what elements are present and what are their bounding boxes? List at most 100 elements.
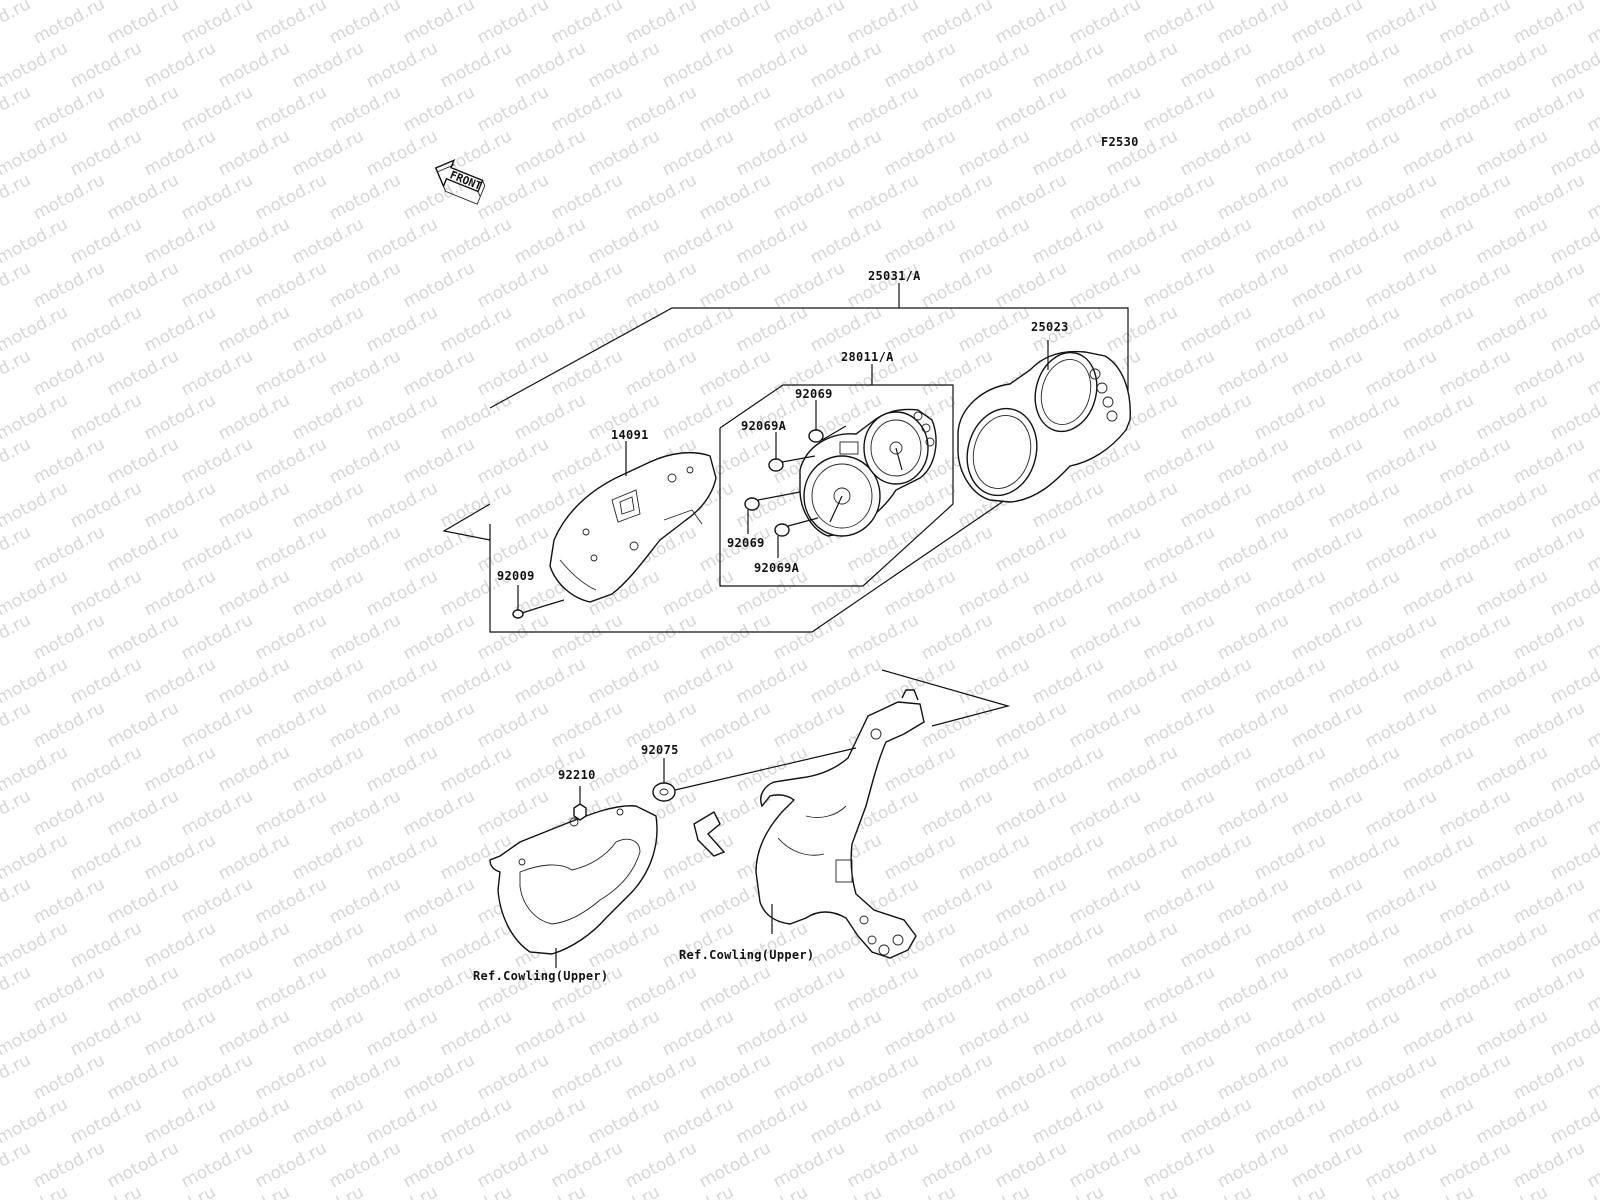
watermark-text: motod.ru <box>1325 214 1403 268</box>
watermark-text: motod.ru <box>1251 830 1329 884</box>
watermark-text: motod.ru <box>363 1182 441 1200</box>
meter-cover-25023 <box>957 340 1131 503</box>
watermark-text: motod.ru <box>1251 478 1329 532</box>
watermark-text: motod.ru <box>141 38 219 92</box>
watermark-text: motod.ru <box>252 0 330 48</box>
watermark-text: motod.ru <box>1473 1182 1551 1200</box>
watermark-text: motod.ru <box>1399 214 1477 268</box>
watermark-text: motod.ru <box>30 1138 108 1192</box>
watermark-text: motod.ru <box>141 918 219 972</box>
watermark-text: motod.ru <box>1325 38 1403 92</box>
watermark-text: motod.ru <box>1436 786 1514 840</box>
watermark-text: motod.ru <box>1029 1094 1107 1148</box>
watermark-text: motod.ru <box>1473 302 1551 356</box>
watermark-text: motod.ru <box>1510 434 1588 488</box>
watermark-text: motod.ru <box>511 1094 589 1148</box>
watermark-text: motod.ru <box>0 0 34 48</box>
watermark-text: motod.ru <box>844 610 922 664</box>
watermark-text: motod.ru <box>67 1006 145 1060</box>
watermark-text: motod.ru <box>67 566 145 620</box>
label-ref-cowling-upper-right: Ref.Cowling(Upper) <box>679 948 814 962</box>
label-14091: 14091 <box>611 428 649 442</box>
label-25031A: 25031/A <box>868 269 921 283</box>
watermark-text: motod.ru <box>67 830 145 884</box>
watermark-text: motod.ru <box>1066 786 1144 840</box>
watermark-text: motod.ru <box>1288 170 1366 224</box>
watermark-text: motod.ru <box>363 478 441 532</box>
watermark-text: motod.ru <box>1473 1006 1551 1060</box>
watermark-text: motod.ru <box>770 962 848 1016</box>
watermark-text: motod.ru <box>1325 918 1403 972</box>
watermark-text: motod.ru <box>1510 786 1588 840</box>
watermark-text: motod.ru <box>881 38 959 92</box>
watermark-text: motod.ru <box>474 610 552 664</box>
watermark-text: motod.ru <box>1177 654 1255 708</box>
watermark-text: motod.ru <box>548 698 626 752</box>
watermark-text: motod.ru <box>1584 610 1600 664</box>
watermark-text: motod.ru <box>955 214 1033 268</box>
watermark-text: motod.ru <box>1066 1138 1144 1192</box>
watermark-text: motod.ru <box>1510 1138 1588 1192</box>
watermark-text: motod.ru <box>1140 874 1218 928</box>
watermark-text: motod.ru <box>1510 258 1588 312</box>
watermark-text: motod.ru <box>30 346 108 400</box>
watermark-text: motod.ru <box>326 962 404 1016</box>
watermark-text: motod.ru <box>1436 346 1514 400</box>
watermark-text: motod.ru <box>1510 610 1588 664</box>
watermark-text: motod.ru <box>104 1138 182 1192</box>
watermark-text: motod.ru <box>807 38 885 92</box>
watermark-text: motod.ru <box>881 1006 959 1060</box>
watermark-text: motod.ru <box>252 434 330 488</box>
watermark-text: motod.ru <box>1140 522 1218 576</box>
watermark-text: motod.ru <box>807 654 885 708</box>
watermark-text: motod.ru <box>844 0 922 48</box>
watermark-text: motod.ru <box>1473 1094 1551 1148</box>
watermark-text: motod.ru <box>400 610 478 664</box>
watermark-text: motod.ru <box>1288 346 1366 400</box>
watermark-text: motod.ru <box>770 698 848 752</box>
watermark-text: motod.ru <box>585 302 663 356</box>
cowling-inner-panel <box>489 805 658 968</box>
watermark-text: motod.ru <box>511 1006 589 1060</box>
watermark-text: motod.ru <box>733 126 811 180</box>
watermark-text: motod.ru <box>1584 874 1600 928</box>
watermark-text: motod.ru <box>363 1094 441 1148</box>
watermark-text: motod.ru <box>400 258 478 312</box>
watermark-text: motod.ru <box>363 918 441 972</box>
watermark-text: motod.ru <box>1103 1094 1181 1148</box>
watermark-text: motod.ru <box>1029 742 1107 796</box>
watermark-text: motod.ru <box>67 918 145 972</box>
watermark-text: motod.ru <box>363 390 441 444</box>
label-92075: 92075 <box>641 743 679 757</box>
watermark-text: motod.ru <box>955 1182 1033 1200</box>
watermark-text: motod.ru <box>659 566 737 620</box>
watermark-text: motod.ru <box>474 346 552 400</box>
watermark-text: motod.ru <box>178 258 256 312</box>
watermark-text: motod.ru <box>474 0 552 48</box>
watermark-text: motod.ru <box>1177 1182 1255 1200</box>
watermark-text: motod.ru <box>955 1006 1033 1060</box>
watermark-text: motod.ru <box>1214 874 1292 928</box>
watermark-text: motod.ru <box>30 962 108 1016</box>
watermark-text: motod.ru <box>104 82 182 136</box>
watermark-text: motod.ru <box>141 654 219 708</box>
watermark-text: motod.ru <box>1066 170 1144 224</box>
watermark-text: motod.ru <box>659 214 737 268</box>
watermark-text: motod.ru <box>178 82 256 136</box>
watermark-text: motod.ru <box>844 1138 922 1192</box>
watermark-text: motod.ru <box>1584 170 1600 224</box>
watermark-text: motod.ru <box>326 258 404 312</box>
watermark-text: motod.ru <box>0 830 71 884</box>
watermark-text: motod.ru <box>363 566 441 620</box>
watermark-text: motod.ru <box>1029 126 1107 180</box>
watermark-text: motod.ru <box>807 214 885 268</box>
watermark-text: motod.ru <box>807 302 885 356</box>
watermark-text: motod.ru <box>1473 38 1551 92</box>
watermark-text: motod.ru <box>30 434 108 488</box>
watermark-text: motod.ru <box>400 346 478 400</box>
watermark-text: motod.ru <box>622 1138 700 1192</box>
watermark-text: motod.ru <box>770 170 848 224</box>
watermark-text: motod.ru <box>955 126 1033 180</box>
watermark-text: motod.ru <box>659 390 737 444</box>
watermark-text: motod.ru <box>1066 962 1144 1016</box>
